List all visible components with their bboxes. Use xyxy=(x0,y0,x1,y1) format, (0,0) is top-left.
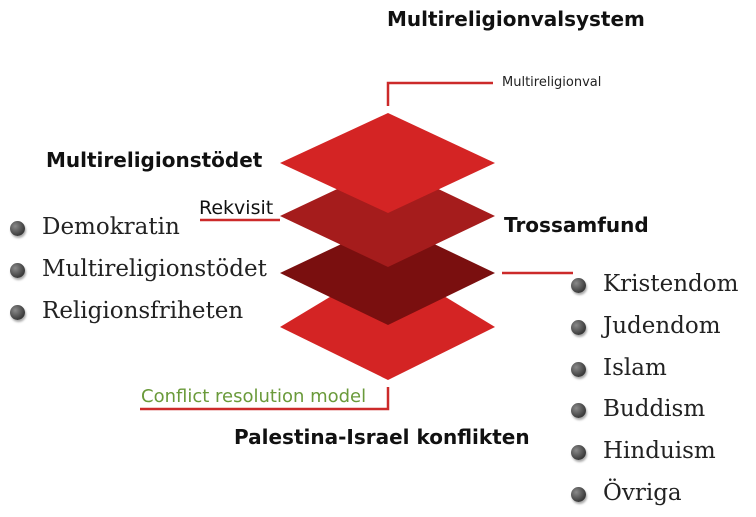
diagram-title: Multireligionvalsystem xyxy=(387,7,645,31)
list-item-label: Islam xyxy=(603,355,667,381)
bullet-icon xyxy=(571,445,586,460)
list-item-label: Övriga xyxy=(603,480,682,506)
bullet-icon xyxy=(571,487,586,502)
list-item-label: Kristendom xyxy=(603,271,739,297)
bullet-icon xyxy=(10,305,25,320)
list-item-label: Demokratin xyxy=(42,214,180,240)
bullet-icon xyxy=(10,263,25,278)
bottom-callout-label: Conflict resolution model xyxy=(141,386,367,407)
list-item-label: Buddism xyxy=(603,396,706,422)
top-callout-label: Multireligionval xyxy=(502,75,602,90)
list-item-label: Multireligionstödet xyxy=(42,256,267,282)
diamond-layer-top xyxy=(280,113,495,213)
bullet-icon xyxy=(571,403,586,418)
diamond-layer-third xyxy=(280,222,495,325)
bullet-icon xyxy=(10,221,25,236)
bottom-heading: Palestina-Israel konflikten xyxy=(234,425,530,449)
connector-top xyxy=(386,81,493,106)
bullet-icon xyxy=(571,278,586,293)
bullet-icon xyxy=(571,320,586,335)
list-item-label: Hinduism xyxy=(603,438,716,464)
rekvisit-label: Rekvisit xyxy=(199,197,274,219)
list-item-label: Religionsfriheten xyxy=(42,298,244,324)
diamond-layer-second xyxy=(280,165,495,267)
bullet-icon xyxy=(571,362,586,377)
connector-bottom xyxy=(140,387,390,411)
left-heading: Multireligionstödet xyxy=(46,148,263,172)
list-item-label: Judendom xyxy=(603,313,721,339)
right-heading: Trossamfund xyxy=(504,213,649,237)
